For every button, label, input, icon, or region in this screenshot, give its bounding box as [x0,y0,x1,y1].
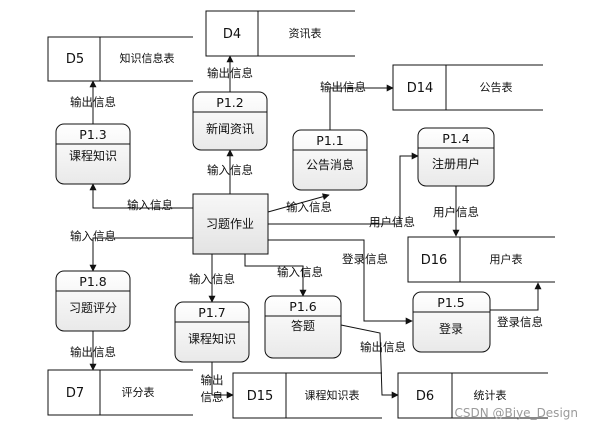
flow-label-d7-out: 输出信息 [70,345,116,359]
process-p14-name: 注册用户 [432,156,480,171]
process-p15-id: P1.5 [437,295,464,310]
flow-label-d15-out-line1: 输出 [201,373,224,387]
store-d7-name: 评分表 [122,385,155,399]
flow-center-to-p15 [268,239,413,325]
flow-p16-to-d6 [340,324,399,399]
process-p18-id: P1.8 [79,274,106,289]
process-p15: P1.5 登录 [412,291,491,353]
store-d15: D15 课程知识表 [232,372,382,419]
store-d14-name: 公告表 [480,80,513,94]
flow-label-p11-in: 输入信息 [286,200,332,214]
store-d4-name: 资讯表 [289,26,322,40]
process-p17: P1.7 课程知识 [174,301,250,363]
process-p16-id: P1.6 [289,299,316,314]
process-p13-id: P1.3 [79,127,106,142]
process-p16-name: 答题 [291,318,315,333]
store-d5-name: 知识信息表 [120,51,175,65]
center-entity: 习题作业 [192,193,269,255]
flow-label-p16-in: 输入信息 [277,265,323,279]
process-p13: P1.3 课程知识 [55,123,131,185]
store-d6: D6 统计表 [397,372,548,419]
store-d14-id: D14 [407,81,434,96]
process-p17-id: P1.7 [198,305,225,320]
process-p14: P1.4 注册用户 [417,127,495,187]
flow-label-p14-out: 用户信息 [433,205,479,219]
store-d16: D16 用户表 [407,236,555,283]
flow-label-d6-out: 输出信息 [360,340,406,354]
store-d15-id: D15 [247,389,274,404]
store-d6-name: 统计表 [474,388,507,402]
flow-center-to-p11 [267,193,330,213]
flow-label-user-info: 用户信息 [369,215,415,229]
flow-center-to-p18 [89,237,193,272]
process-p12-id: P1.2 [216,95,243,110]
process-p11: P1.1 公告消息 [292,129,368,191]
flow-label-d15-out-line2: 信息 [201,390,224,404]
flow-label-p18-in: 输入信息 [70,229,116,243]
process-p13-name: 课程知识 [69,148,117,163]
process-p12-name: 新闻资讯 [206,121,254,136]
flow-center-to-p14 [268,152,419,225]
center-entity-label: 习题作业 [206,217,254,231]
store-d4: D4 资讯表 [205,10,355,57]
store-d5: D5 知识信息表 [47,36,193,82]
store-d4-id: D4 [223,27,241,42]
store-d16-name: 用户表 [490,252,523,266]
flow-p15-to-d16 [490,282,542,311]
flow-p11-to-d14 [329,84,394,130]
flow-label-p17-in: 输入信息 [189,272,235,286]
watermark: CSDN @Biye_Design [454,406,578,420]
store-d16-id: D16 [421,253,448,268]
flow-label-p12-in: 输入信息 [207,163,253,177]
flow-labels: 输出信息 输出信息 输出信息 输入信息 输入信息 输入信息 用户信息 用户信息 … [70,66,543,404]
flow-label-d4-out: 输出信息 [207,66,253,80]
process-p16: P1.6 答题 [264,295,342,359]
flow-center-to-p16 [244,254,307,297]
process-p11-name: 公告消息 [306,157,354,172]
flow-label-p13-in: 输入信息 [127,198,173,212]
store-d7-id: D7 [66,386,84,401]
process-p18-name: 习题评分 [69,301,117,315]
store-d7: D7 评分表 [47,369,193,416]
process-p18: P1.8 习题评分 [55,270,131,332]
process-p17-name: 课程知识 [188,331,236,346]
flow-p17-to-d15 [211,362,234,399]
process-p14-id: P1.4 [442,131,469,146]
flow-center-to-p13 [89,183,193,209]
store-d14: D14 公告表 [392,64,543,111]
store-d6-id: D6 [416,389,434,404]
process-p11-id: P1.1 [316,133,343,148]
process-p12: P1.2 新闻资讯 [192,91,268,151]
store-d15-name: 课程知识表 [305,388,360,402]
flow-label-p15-out: 登录信息 [497,315,543,329]
process-p15-name: 登录 [439,321,463,336]
flow-label-login-info: 登录信息 [342,252,388,266]
flow-label-d14-out: 输出信息 [320,80,366,94]
flow-label-d5-out: 输出信息 [70,95,116,109]
store-d5-id: D5 [66,52,84,67]
flow-lines [89,55,542,399]
